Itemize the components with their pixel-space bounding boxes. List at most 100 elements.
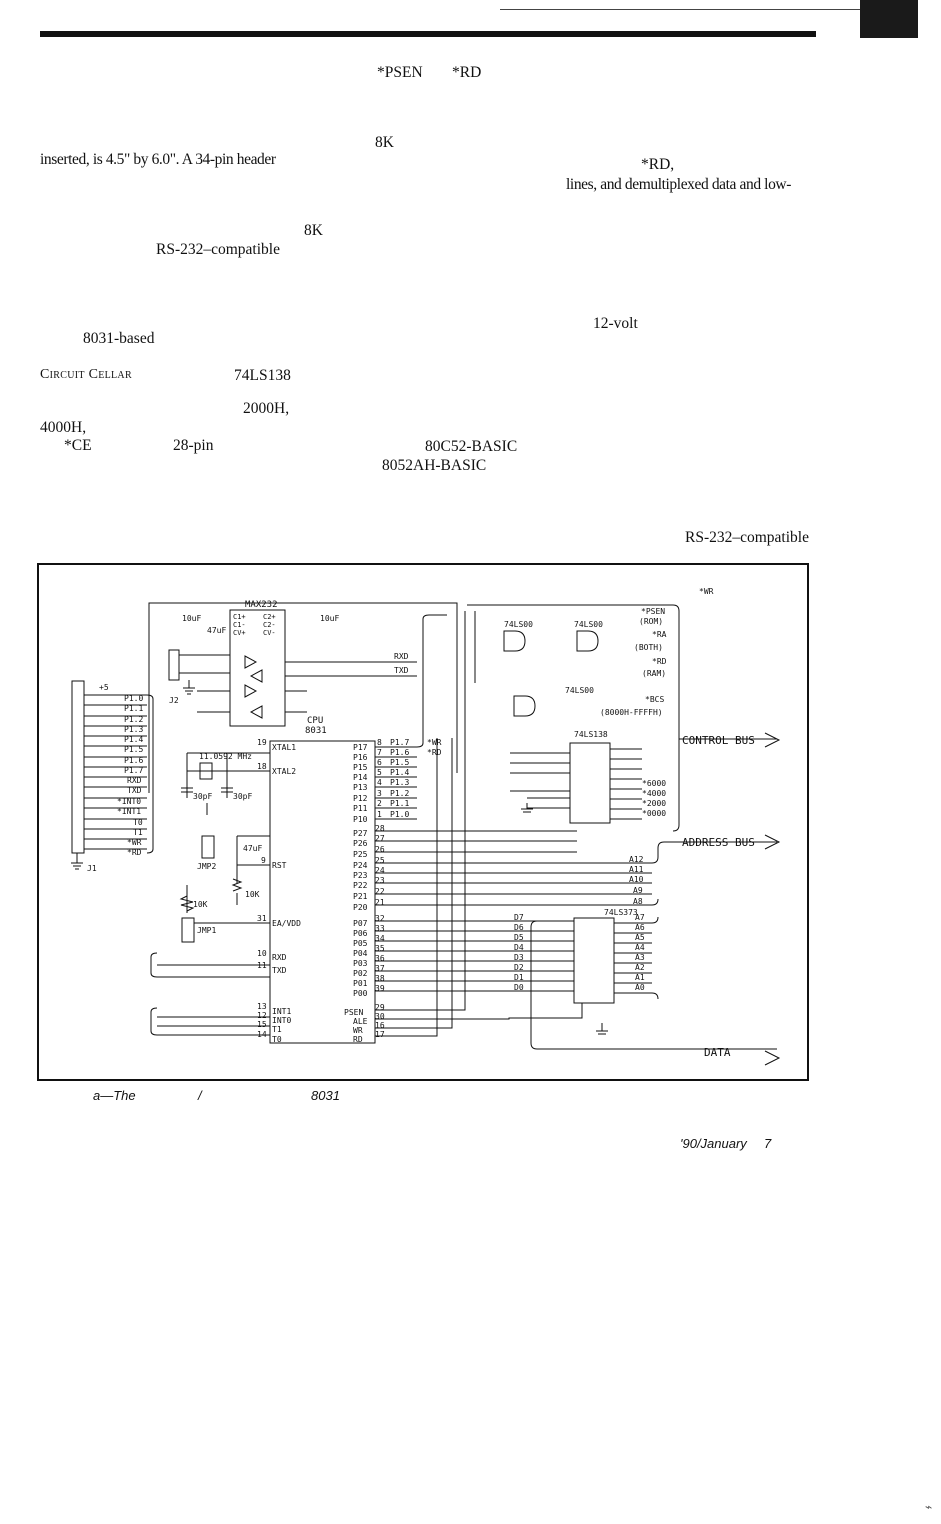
svg-text:P1.5: P1.5 (390, 758, 409, 767)
cpu-pin-num: 11 (257, 961, 267, 970)
svg-text:8: 8 (377, 738, 382, 747)
j1-pin: P1.6 (124, 756, 143, 765)
cpu-left-pins: XTAL1 19 XTAL2 18 RST 9 EA/VDD 31 RXD 10… (257, 738, 301, 1044)
svg-text:1: 1 (377, 810, 382, 819)
svg-text:39: 39 (375, 984, 385, 993)
svg-text:P25: P25 (353, 850, 368, 859)
j1-pin: *INT0 (117, 797, 141, 806)
address-high-labels: A12 A11 A10 A9 A8 (629, 855, 644, 906)
svg-text:P07: P07 (353, 919, 368, 928)
j1-pin: RXD (127, 776, 142, 785)
text-rd-comma: *RD, (641, 156, 675, 173)
svg-text:27: 27 (375, 834, 385, 843)
jmp2-jumper (201, 835, 215, 859)
text-28pin: 28-pin (173, 437, 214, 454)
p3-rd: *RD (427, 748, 442, 757)
text-2000h: 2000H, (243, 400, 290, 417)
svg-text:3: 3 (377, 789, 382, 798)
svg-text:D7: D7 (514, 913, 524, 922)
ls138-chip (569, 742, 611, 824)
svg-text:A10: A10 (629, 875, 644, 884)
cpu-pin-num: 12 (257, 1011, 267, 1020)
svg-text:(BOTH): (BOTH) (634, 643, 663, 652)
cpu-pin-name: XTAL1 (272, 743, 296, 752)
cpu-pin-num: 19 (257, 738, 267, 747)
figure-frame (37, 563, 809, 1081)
svg-text:D2: D2 (514, 963, 524, 972)
svg-text:21: 21 (375, 898, 385, 907)
schematic-diagram: MAX232 CPU 8031 11.0592 MHz 30pF 30pF 47… (71, 587, 781, 1066)
svg-text:5: 5 (377, 768, 382, 777)
cpu-pin-name: EA/VDD (272, 919, 301, 928)
svg-text:A3: A3 (635, 953, 645, 962)
svg-text:RD: RD (353, 1035, 363, 1044)
cpu-pin-num: 13 (257, 1002, 267, 1011)
svg-text:17: 17 (375, 1030, 385, 1039)
decode-output-labels: *6000 *4000 *2000 *0000 (642, 779, 666, 818)
svg-text:7: 7 (377, 748, 382, 757)
svg-text:(8000H-FFFFH): (8000H-FFFFH) (600, 708, 663, 717)
svg-text:A8: A8 (633, 897, 643, 906)
label-j2: J2 (169, 696, 179, 705)
cpu-pin-name: RXD (272, 953, 287, 962)
gate-ls00-2 (576, 630, 599, 652)
cpu-chip (269, 740, 376, 1044)
svg-text:P15: P15 (353, 763, 368, 772)
svg-text:A2: A2 (635, 963, 645, 972)
svg-text:P26: P26 (353, 839, 368, 848)
svg-text:D6: D6 (514, 923, 524, 932)
svg-text:38: 38 (375, 974, 385, 983)
svg-text:6: 6 (377, 758, 382, 767)
caption-8031: 8031 (311, 1088, 340, 1103)
svg-text:P05: P05 (353, 939, 368, 948)
bus-label-control: CONTROL BUS (682, 734, 755, 747)
svg-text:*PSEN: *PSEN (641, 607, 665, 616)
svg-text:P1.0: P1.0 (390, 810, 409, 819)
svg-text:P1.6: P1.6 (390, 748, 409, 757)
svg-text:36: 36 (375, 954, 385, 963)
svg-text:33: 33 (375, 924, 385, 933)
j1-pin: P1.1 (124, 704, 143, 713)
svg-text:P10: P10 (353, 815, 368, 824)
cpu-pin-name: INT1 (272, 1007, 291, 1016)
scan-artifact-mark: ⌁ (925, 1500, 933, 1514)
label-cap47b: 47uF (243, 844, 262, 853)
svg-text:D4: D4 (514, 943, 524, 952)
svg-text:(RAM): (RAM) (642, 669, 666, 678)
text-8052ah-basic: 8052AH-BASIC (382, 457, 487, 474)
svg-text:A4: A4 (635, 943, 645, 952)
text-inserted: inserted, is 4.5" by 6.0". A 34-pin head… (40, 151, 276, 168)
max-pin: C2+ (263, 613, 276, 621)
j2-header (168, 649, 180, 681)
corner-tab-block (860, 0, 918, 38)
svg-text:A9: A9 (633, 886, 643, 895)
svg-text:P12: P12 (353, 794, 368, 803)
svg-text:P04: P04 (353, 949, 368, 958)
j1-pin: *RD (127, 848, 142, 857)
text-psen: *PSEN (377, 64, 423, 81)
gate-ls00-1 (503, 630, 526, 652)
svg-text:D5: D5 (514, 933, 524, 942)
label-crystal: 11.0592 MHz (199, 752, 252, 761)
svg-text:*6000: *6000 (642, 779, 666, 788)
svg-text:35: 35 (375, 944, 385, 953)
j1-pin: T0 (133, 818, 143, 827)
label-cap30b: 30pF (233, 792, 252, 801)
svg-text:A5: A5 (635, 933, 645, 942)
svg-text:*WR: *WR (699, 587, 714, 596)
bus-label-data: DATA (704, 1046, 731, 1059)
label-cap10b: 10uF (320, 614, 339, 623)
latch-addr-labels: A7 A6 A5 A4 A3 A2 A1 A0 (635, 913, 645, 992)
svg-text:*0000: *0000 (642, 809, 666, 818)
svg-text:A7: A7 (635, 913, 645, 922)
j1-pin: *WR (127, 838, 142, 847)
svg-text:23: 23 (375, 876, 385, 885)
svg-text:P1.7: P1.7 (390, 738, 409, 747)
cpu-pin-num: 14 (257, 1030, 267, 1039)
svg-text:P06: P06 (353, 929, 368, 938)
max-net-txd: TXD (394, 666, 409, 675)
svg-text:A12: A12 (629, 855, 644, 864)
svg-text:22: 22 (375, 887, 385, 896)
svg-text:P14: P14 (353, 773, 368, 782)
label-plus5: +5 (99, 683, 109, 692)
